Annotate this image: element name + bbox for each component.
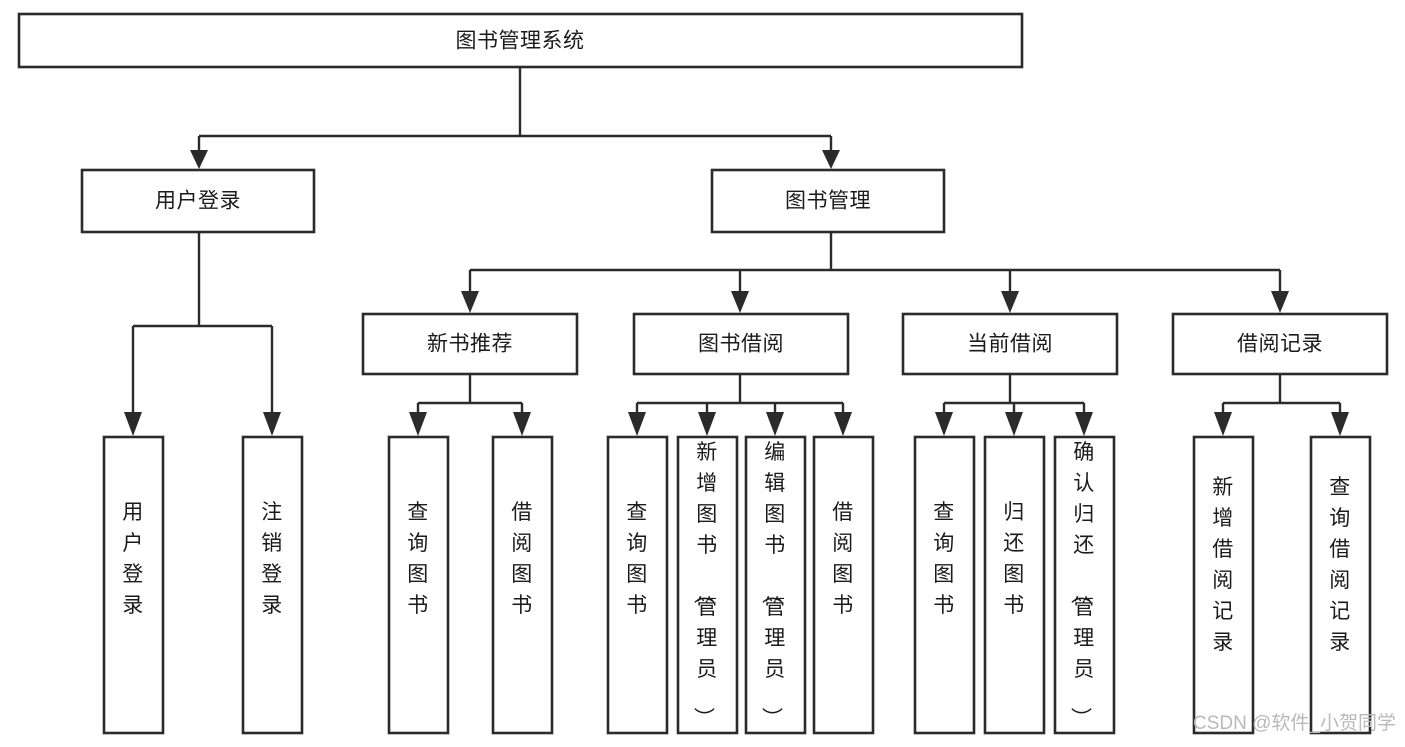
node-borrow-record-box[interactable]: [1171, 312, 1389, 376]
node-user-login-label: 用户登录: [155, 190, 241, 213]
node-new-book-rec[interactable]: 新书推荐: [361, 312, 579, 376]
node-leaf-query-book-3[interactable]: 查询图书: [913, 435, 976, 735]
node-user-login-box[interactable]: [80, 168, 316, 234]
node-new-book-rec-label: 新书推荐: [427, 333, 513, 356]
node-leaf-confirm-return-label: 确认归还（管理员）: [1068, 441, 1095, 729]
node-user-login[interactable]: 用户登录: [80, 168, 316, 234]
node-leaf-edit-book-label: 编辑图书（管理员）: [759, 441, 786, 729]
node-book-borrow-label: 图书借阅: [698, 333, 784, 356]
node-leaf-add-book[interactable]: 新增图书（管理员）: [676, 435, 739, 735]
node-leaf-user-login-label: 用户登录: [122, 501, 144, 617]
arrowhead-currentborrow: [1001, 291, 1019, 313]
node-current-borrow-label: 当前借阅: [967, 333, 1053, 356]
node-leaf-query-book-1-label: 查询图书: [407, 501, 429, 617]
arrowhead-leaf-query-book-1: [409, 412, 427, 436]
node-leaf-query-book-3-label: 查询图书: [933, 501, 955, 617]
node-leaf-return-book-label: 归还图书: [1003, 501, 1025, 617]
node-book-borrow[interactable]: 图书借阅: [632, 312, 850, 376]
node-leaf-add-record[interactable]: 新增借阅记录: [1192, 435, 1255, 735]
node-leaf-edit-book-box[interactable]: [744, 435, 807, 735]
arrowhead-bookborrow: [731, 291, 749, 313]
node-book-manage[interactable]: 图书管理: [710, 168, 946, 234]
node-leaf-logout-login-box[interactable]: [241, 435, 304, 735]
node-leaf-borrow-book-2[interactable]: 借阅图书: [812, 435, 875, 735]
arrowhead-leaf-add-book: [698, 412, 716, 436]
node-leaf-query-book-2[interactable]: 查询图书: [606, 435, 669, 735]
node-root-label: 图书管理系统: [456, 30, 585, 53]
node-leaf-confirm-return[interactable]: 确认归还（管理员）: [1053, 435, 1116, 735]
csdn-watermark: CSDN @软件_小贺同学: [1193, 712, 1396, 734]
node-leaf-query-record-label: 查询借阅记录: [1329, 476, 1351, 654]
node-new-book-rec-box[interactable]: [361, 312, 579, 376]
node-leaf-query-book-3-box[interactable]: [913, 435, 976, 735]
node-leaf-return-book[interactable]: 归还图书: [983, 435, 1046, 735]
arrowhead-leaf-borrow-book-2: [834, 412, 852, 436]
node-leaf-add-record-label: 新增借阅记录: [1212, 476, 1234, 654]
node-leaf-logout-login[interactable]: 注销登录: [241, 435, 304, 735]
node-leaf-return-book-box[interactable]: [983, 435, 1046, 735]
arrowhead-newbook: [461, 291, 479, 313]
arrowhead-leaf-confirm-return: [1075, 412, 1093, 436]
node-leaf-query-book-1-box[interactable]: [387, 435, 450, 735]
node-borrow-record-label: 借阅记录: [1237, 333, 1323, 356]
arrowhead-leaf-edit-book: [766, 412, 784, 436]
node-book-manage-box[interactable]: [710, 168, 946, 234]
node-leaf-logout-login-label: 注销登录: [261, 501, 283, 617]
node-leaf-query-record[interactable]: 查询借阅记录: [1309, 435, 1372, 735]
node-leaf-borrow-book-1-label: 借阅图书: [511, 501, 533, 617]
arrowhead-leaf-query-book-2: [628, 412, 646, 436]
arrowhead-leaf-user-login: [124, 412, 142, 436]
node-book-manage-label: 图书管理: [785, 190, 871, 213]
node-borrow-record[interactable]: 借阅记录: [1171, 312, 1389, 376]
connector-layer: [124, 67, 1349, 436]
node-leaf-query-book-1[interactable]: 查询图书: [387, 435, 450, 735]
arrowhead-leaf-return-book: [1005, 412, 1023, 436]
node-leaf-borrow-book-2-label: 借阅图书: [832, 501, 854, 617]
arrowhead-leaf-borrow-book-1: [513, 412, 531, 436]
node-leaf-add-record-box[interactable]: [1192, 435, 1255, 735]
arrowhead-userlogin: [190, 150, 208, 169]
arrowhead-borrowrecord: [1271, 291, 1289, 313]
node-leaf-add-book-box[interactable]: [676, 435, 739, 735]
arrowhead-leaf-logout-login: [263, 412, 281, 436]
node-leaf-add-book-label: 新增图书（管理员）: [691, 441, 718, 729]
node-leaf-query-book-2-label: 查询图书: [626, 501, 648, 617]
node-root[interactable]: 图书管理系统: [17, 12, 1024, 69]
node-leaf-borrow-book-1-box[interactable]: [491, 435, 554, 735]
arrowhead-leaf-query-book-3: [935, 412, 953, 436]
node-leaf-confirm-return-box[interactable]: [1053, 435, 1116, 735]
node-leaf-user-login-box[interactable]: [102, 435, 165, 735]
node-leaf-borrow-book-2-box[interactable]: [812, 435, 875, 735]
node-root-box[interactable]: [17, 12, 1024, 69]
node-leaf-query-record-box[interactable]: [1309, 435, 1372, 735]
node-leaf-query-book-2-box[interactable]: [606, 435, 669, 735]
node-leaf-edit-book[interactable]: 编辑图书（管理员）: [744, 435, 807, 735]
node-leaf-borrow-book-1[interactable]: 借阅图书: [491, 435, 554, 735]
arrowhead-leaf-query-record: [1331, 412, 1349, 436]
node-current-borrow-box[interactable]: [901, 312, 1119, 376]
node-current-borrow[interactable]: 当前借阅: [901, 312, 1119, 376]
node-leaf-user-login[interactable]: 用户登录: [102, 435, 165, 735]
node-book-borrow-box[interactable]: [632, 312, 850, 376]
arrowhead-bookmanage: [822, 150, 840, 169]
arrowhead-leaf-add-record: [1214, 412, 1232, 436]
